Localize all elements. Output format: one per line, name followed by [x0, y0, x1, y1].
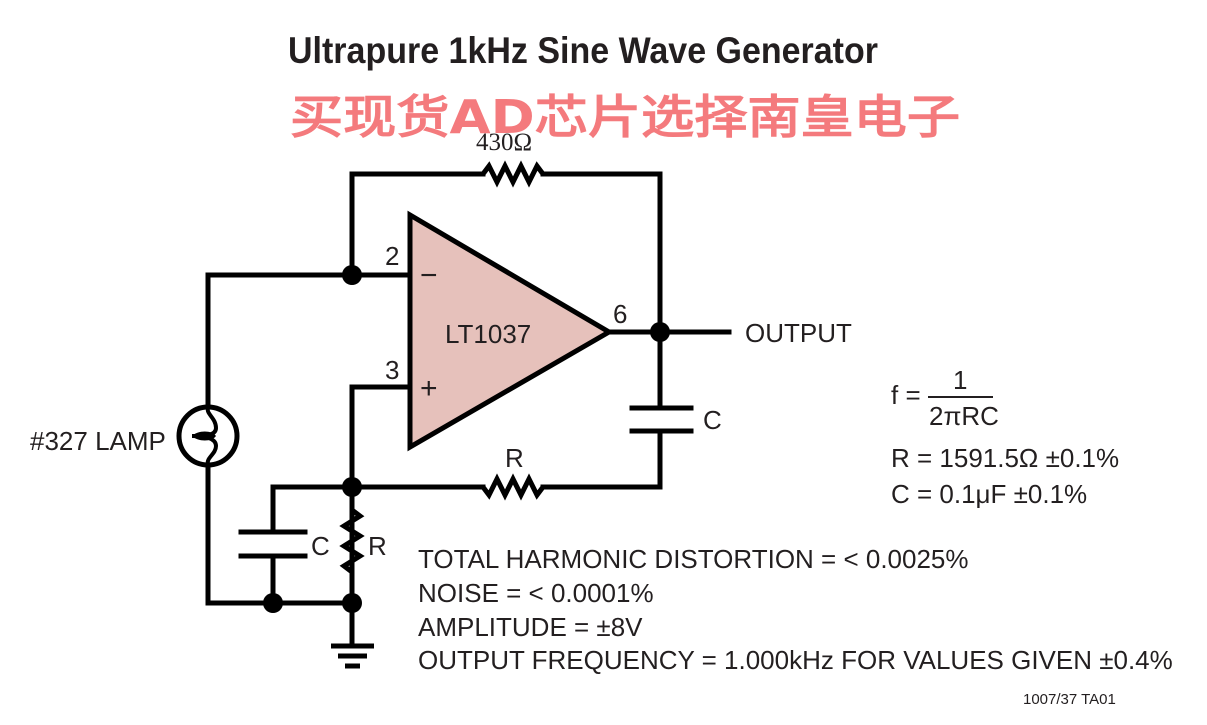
page-title: Ultrapure 1kHz Sine Wave Generator: [288, 30, 878, 71]
formula-lhs: f =: [891, 380, 921, 410]
junction-dot: [263, 593, 283, 613]
spec-amplitude: AMPLITUDE = ±8V: [418, 612, 643, 642]
series-capacitor-label: C: [703, 405, 722, 435]
spec-noise: NOISE = < 0.0001%: [418, 578, 654, 608]
shunt-resistor: [339, 508, 365, 574]
output-label: OUTPUT: [745, 318, 852, 348]
shunt-resistor-label: R: [368, 531, 387, 561]
opamp-minus-sign: −: [420, 259, 438, 292]
pin-6-label: 6: [613, 299, 627, 329]
feedback-resistor-label: 430Ω: [476, 129, 532, 156]
pin-2-label: 2: [385, 241, 399, 271]
series-resistor-label: R: [505, 443, 524, 473]
pin-3-label: 3: [385, 355, 399, 385]
shunt-capacitor-label: C: [311, 531, 330, 561]
spec-output-frequency: OUTPUT FREQUENCY = 1.000kHz FOR VALUES G…: [418, 645, 1173, 675]
frequency-formula: f = 1 2πRC: [891, 365, 999, 431]
formula-numerator: 1: [953, 365, 967, 395]
feedback-resistor: [349, 160, 663, 335]
series-capacitor: [540, 329, 694, 490]
ground-icon: [331, 600, 374, 669]
resistor-value: R = 1591.5Ω ±0.1%: [891, 443, 1119, 473]
specifications-list: TOTAL HARMONIC DISTORTION = < 0.0025% NO…: [418, 544, 1173, 675]
opamp-lt1037: [407, 210, 614, 452]
opamp-part-label: LT1037: [445, 319, 531, 349]
shunt-capacitor: [238, 484, 355, 606]
lamp-icon: [176, 404, 240, 468]
formula-denominator: 2πRC: [929, 401, 999, 431]
watermark-text: 买现货AD芯片选择南皇电子: [290, 90, 960, 144]
series-resistor: [349, 473, 545, 501]
junction-dot: [342, 265, 362, 285]
lamp-label: #327 LAMP: [30, 426, 166, 456]
noninverting-input-wire: [349, 384, 413, 603]
opamp-plus-sign: +: [420, 372, 438, 405]
capacitor-value: C = 0.1μF ±0.1%: [891, 479, 1087, 509]
spec-thd: TOTAL HARMONIC DISTORTION = < 0.0025%: [418, 544, 969, 574]
figure-id: 1007/37 TA01: [1023, 691, 1116, 708]
